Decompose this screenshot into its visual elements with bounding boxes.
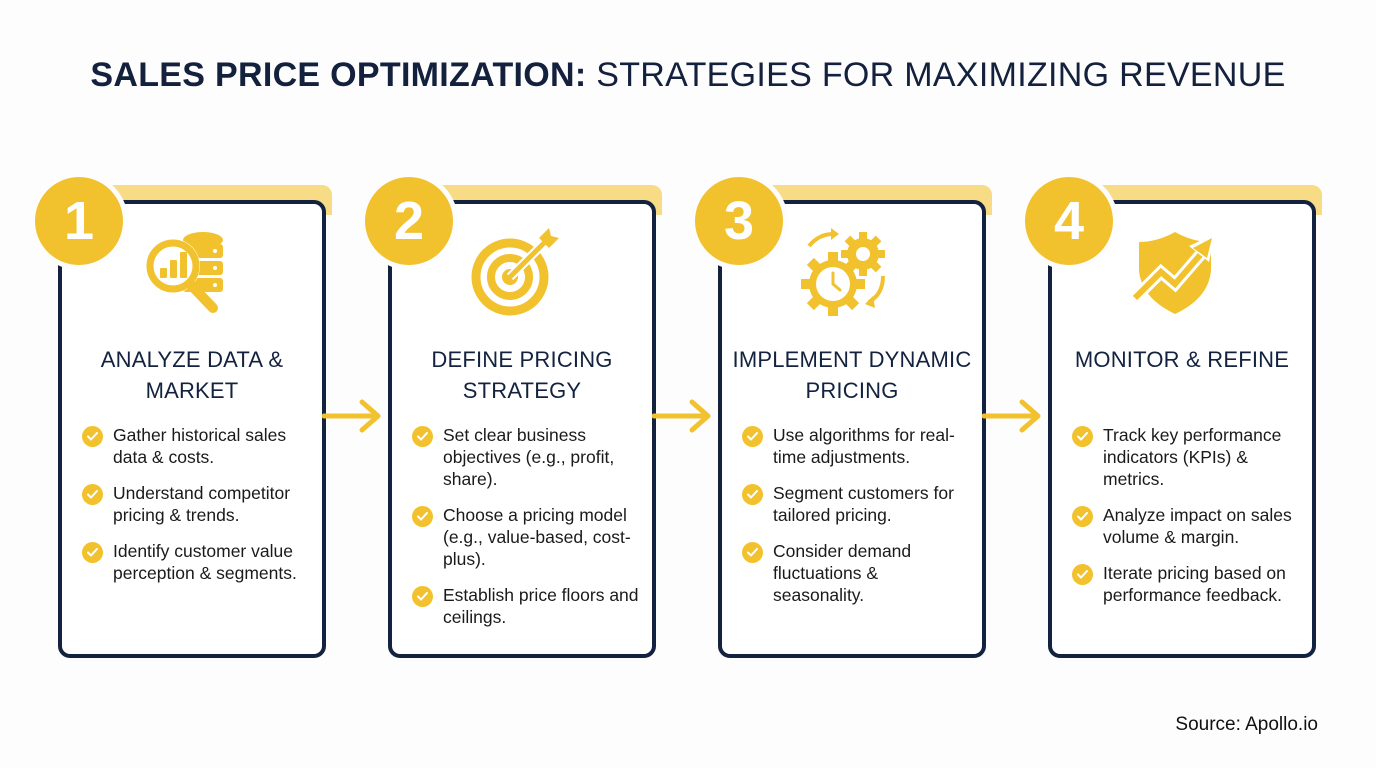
check-icon (1072, 426, 1093, 447)
check-icon (1072, 564, 1093, 585)
bullet-item: Set clear business objectives (e.g., pro… (412, 424, 644, 490)
step-bullets: Gather historical sales data & costs. Un… (82, 424, 314, 598)
check-icon (412, 586, 433, 607)
title-light: STRATEGIES FOR MAXIMIZING REVENUE (586, 56, 1286, 94)
target-arrow-icon (471, 228, 559, 316)
step-number-badge: 4 (1020, 172, 1118, 270)
step-heading: ANALYZE DATA & MARKET (100, 347, 284, 403)
check-icon (412, 426, 433, 447)
step-heading: MONITOR & REFINE (1074, 347, 1290, 372)
bullet-item: Consider demand fluctuations & seasonali… (742, 540, 974, 606)
step-1-card: 1 ANALYZE DATA & MARKET Gather historica… (30, 172, 332, 662)
arrow-right-icon (322, 399, 381, 433)
check-icon (82, 484, 103, 505)
step-2-card: 2 DEFINE PRICING STRATEGY Set clear busi… (360, 172, 662, 662)
step-heading: IMPLEMENT DYNAMIC PRICING (732, 347, 972, 403)
bullet-item: Segment customers for tailored pricing. (742, 482, 974, 526)
bullet-item: Understand competitor pricing & trends. (82, 482, 314, 526)
data-analysis-icon (146, 232, 223, 313)
bullet-item: Analyze impact on sales volume & margin. (1072, 504, 1304, 548)
arrow-right-icon (652, 399, 711, 433)
step-bullets: Set clear business objectives (e.g., pro… (412, 424, 644, 642)
bullet-item: Use algorithms for real-time adjustments… (742, 424, 974, 468)
step-number-badge: 3 (690, 172, 788, 270)
check-icon (82, 542, 103, 563)
check-icon (82, 426, 103, 447)
step-number-badge: 2 (360, 172, 458, 270)
check-icon (1072, 506, 1093, 527)
page-title: SALES PRICE OPTIMIZATION: STRATEGIES FOR… (0, 56, 1376, 95)
step-bullets: Track key performance indicators (KPIs) … (1072, 424, 1304, 620)
check-icon (742, 484, 763, 505)
bullet-item: Identify customer value perception & seg… (82, 540, 314, 584)
title-bold: SALES PRICE OPTIMIZATION: (90, 56, 587, 94)
check-icon (742, 542, 763, 563)
bullet-item: Establish price floors and ceilings. (412, 584, 644, 628)
source-credit: Source: Apollo.io (1175, 714, 1318, 735)
bullet-item: Iterate pricing based on performance fee… (1072, 562, 1304, 606)
arrow-right-icon (982, 399, 1041, 433)
step-4-card: 4 MONITOR & REFINE Track key performance… (1020, 172, 1322, 662)
card-frame (388, 200, 656, 658)
card-frame (718, 200, 986, 658)
step-bullets: Use algorithms for real-time adjustments… (742, 424, 974, 620)
bullet-item: Gather historical sales data & costs. (82, 424, 314, 468)
step-heading: DEFINE PRICING STRATEGY (431, 347, 613, 403)
check-icon (742, 426, 763, 447)
step-3-card: 3 IMPLEMENT DYNAMIC PRICING (690, 172, 992, 662)
bullet-item: Track key performance indicators (KPIs) … (1072, 424, 1304, 490)
step-number-badge: 1 (30, 172, 128, 270)
bullet-item: Choose a pricing model (e.g., value-base… (412, 504, 644, 570)
check-icon (412, 506, 433, 527)
shield-trend-arrow-icon (1130, 232, 1215, 314)
gears-clock-icon (801, 228, 885, 316)
